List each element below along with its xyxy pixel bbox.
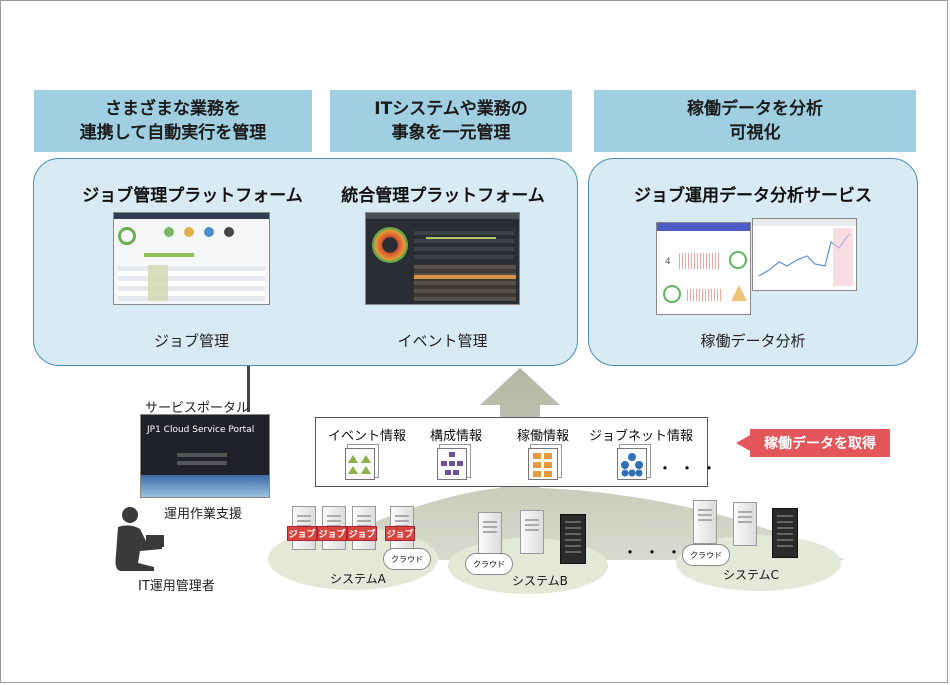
systems-ellipsis: ・・・	[622, 543, 689, 562]
analysis-service-panel	[588, 158, 918, 366]
callout-pointer	[736, 434, 752, 452]
info-item-events: イベント情報	[328, 429, 407, 444]
jobnet-info-icon	[617, 448, 647, 480]
system-b-server-1	[478, 512, 502, 556]
job-tag-4: ジョブ	[385, 526, 415, 541]
portal-connector-line	[247, 366, 250, 412]
system-c-server-1	[693, 500, 717, 544]
header-analysis-line1: 稼働データを分析	[687, 99, 823, 119]
event-management-label: イベント管理	[397, 332, 488, 350]
system-c-cloud: クラウド	[682, 544, 730, 566]
system-a-label: システムA	[330, 572, 386, 586]
job-management-label: ジョブ管理	[153, 332, 229, 350]
info-item-jobnet: ジョブネット情報	[589, 429, 694, 444]
job-management-screenshot	[113, 212, 270, 305]
job-platform-title: ジョブ管理プラットフォーム	[82, 186, 303, 206]
it-admin-icon	[115, 507, 164, 571]
trend-line-graphic	[758, 228, 853, 286]
header-event-line1: ITシステムや業務の	[374, 99, 528, 119]
header-data-analysis: 稼働データを分析 可視化	[594, 90, 916, 152]
job-tag-1: ジョブ	[287, 526, 317, 541]
system-c-label: システムC	[723, 568, 780, 582]
job-tag-3: ジョブ	[347, 526, 377, 541]
integrated-platform-title: 統合管理プラットフォーム	[341, 186, 545, 206]
info-more: ・・・	[657, 459, 724, 478]
configuration-info-icon	[437, 448, 467, 480]
header-event-management: ITシステムや業務の 事象を一元管理	[330, 90, 572, 152]
system-b-label: システムB	[512, 574, 568, 588]
analysis-dashboard-screenshot: 4	[656, 222, 751, 315]
portal-caption: 運用作業支援	[164, 507, 243, 522]
system-c-server-2	[733, 502, 757, 546]
system-b-server-2	[520, 510, 544, 554]
info-item-configuration: 構成情報	[430, 429, 483, 444]
service-portal-label: サービスポータル	[145, 401, 250, 416]
analysis-chart-screenshot	[752, 218, 857, 291]
data-analysis-label: 稼働データ分析	[700, 332, 806, 350]
header-job-automation: さまざまな業務を 連携して自動実行を管理	[34, 90, 312, 152]
collect-data-callout: 稼働データを取得	[750, 429, 890, 457]
header-analysis-line2: 可視化	[729, 123, 781, 143]
info-item-operation: 稼働情報	[517, 429, 570, 444]
analysis-service-title: ジョブ運用データ分析サービス	[634, 186, 872, 206]
system-a-cloud: クラウド	[383, 548, 431, 570]
job-tag-2: ジョブ	[317, 526, 347, 541]
it-admin-label: IT運用管理者	[138, 579, 215, 594]
portal-screen-title: JP1 Cloud Service Portal	[147, 425, 255, 435]
event-management-screenshot	[365, 212, 520, 305]
header-job-line1: さまざまな業務を	[105, 99, 241, 119]
event-info-icon	[345, 448, 375, 480]
system-b-rack	[560, 514, 586, 564]
header-job-line2: 連携して自動実行を管理	[79, 123, 267, 143]
header-event-line2: 事象を一元管理	[391, 123, 511, 143]
operation-info-icon	[528, 448, 558, 480]
system-c-rack	[772, 508, 798, 558]
system-b-cloud: クラウド	[465, 553, 513, 575]
service-portal-screenshot: JP1 Cloud Service Portal	[140, 414, 270, 498]
